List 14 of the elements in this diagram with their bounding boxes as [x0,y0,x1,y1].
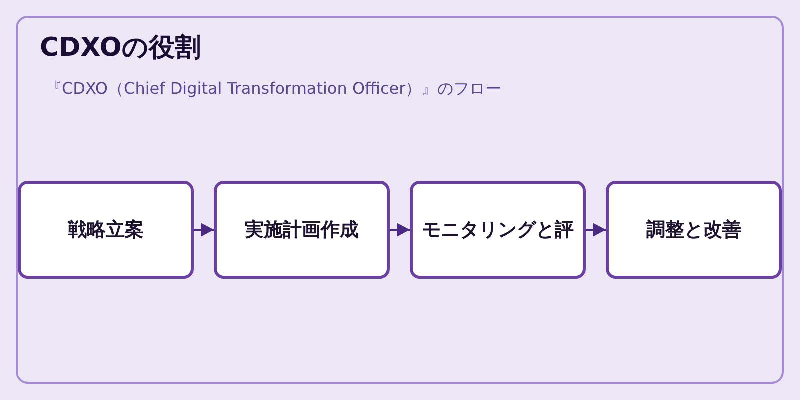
step-label: 調整と改善 [646,218,742,243]
arrow [390,223,410,237]
panel-heading: CDXOの役割 [40,32,201,65]
step-box [606,181,782,279]
panel-card [16,16,784,384]
step-label: 実施計画作成 [245,218,359,243]
step-label: モニタリングと評 [422,218,574,243]
panel-subtitle: 『CDXO（Chief Digital Transformation Officer）』のフロー [46,78,502,100]
arrow [586,223,606,237]
step-label: 戦略立案 [68,218,144,243]
step-box [214,181,390,279]
arrow [194,223,214,237]
step-box [410,181,586,279]
step-box [18,181,194,279]
